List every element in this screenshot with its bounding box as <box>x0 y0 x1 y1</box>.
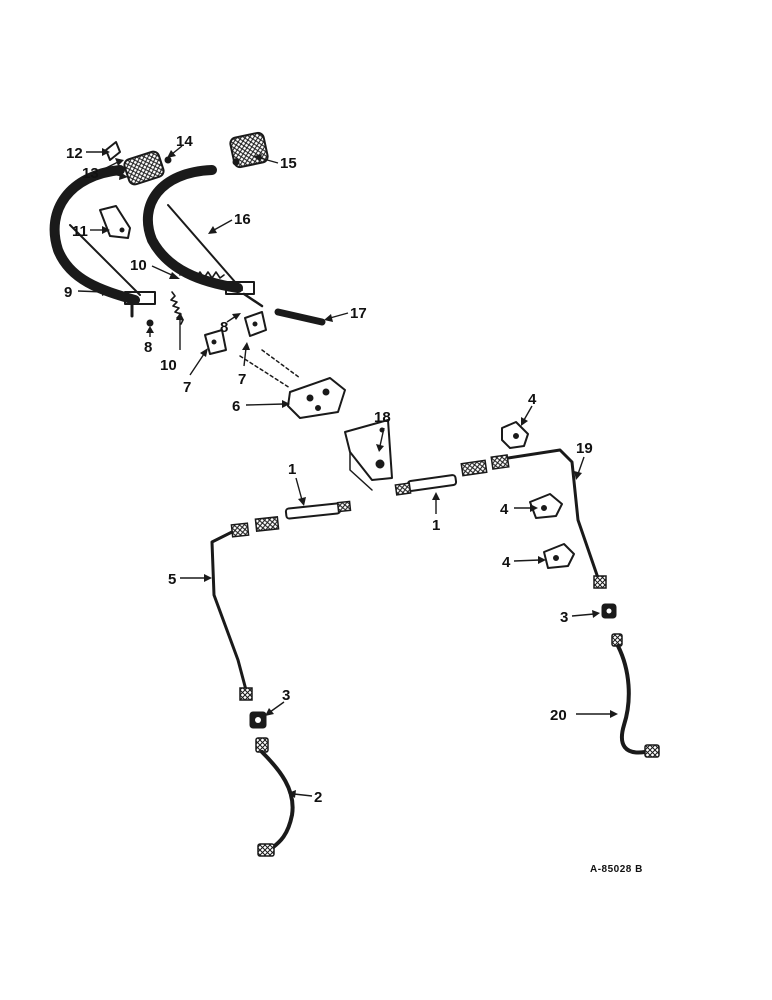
right-pedal-arm <box>142 165 264 308</box>
callout-6: 6 <box>232 398 240 415</box>
right-brake-tube-1 <box>394 454 510 496</box>
callout-7-right: 7 <box>238 371 246 388</box>
callout-8-left: 8 <box>144 339 152 356</box>
callout-18: 18 <box>374 409 391 426</box>
pin-8-left <box>146 319 154 327</box>
callout-3-left: 3 <box>282 687 290 704</box>
callout-8-right: 8 <box>220 319 228 336</box>
callout-10-lower: 10 <box>160 357 177 374</box>
bracket-11 <box>99 205 131 239</box>
callout-20: 20 <box>550 707 567 724</box>
left-pedal-pad <box>123 150 165 186</box>
callout-19: 19 <box>576 440 593 457</box>
rod-17 <box>274 308 326 326</box>
spring-10-upper <box>179 271 225 279</box>
callout-4-top: 4 <box>528 391 537 408</box>
callout-7-left: 7 <box>183 379 191 396</box>
left-brake-line-5 <box>210 530 253 701</box>
leader-lines <box>77 145 618 798</box>
callout-15: 15 <box>280 155 297 172</box>
right-brake-line-19 <box>506 448 607 589</box>
link-7-right <box>244 311 267 337</box>
callout-4-middle: 4 <box>500 501 509 518</box>
right-pedal-pad <box>229 131 269 169</box>
bracket-18 <box>344 419 393 491</box>
callout-4-lower: 4 <box>502 554 511 571</box>
master-cylinder-6 <box>239 349 346 419</box>
left-brake-tube-1 <box>230 500 352 538</box>
brake-hose-2 <box>255 737 295 857</box>
callout-11: 11 <box>72 223 88 240</box>
nut-3-right <box>601 603 617 619</box>
callout-17: 17 <box>350 305 367 322</box>
drawing-id: A-85028 B <box>590 864 643 875</box>
callout-14: 14 <box>176 133 193 150</box>
callout-1-right: 1 <box>432 517 440 534</box>
brake-hose-20 <box>611 633 660 758</box>
clip-12 <box>105 141 121 161</box>
callout-2: 2 <box>314 789 322 806</box>
callout-5: 5 <box>168 571 176 588</box>
clamp-4-top <box>501 421 529 449</box>
callout-12: 12 <box>66 145 83 162</box>
callout-9: 9 <box>64 284 72 301</box>
callout-1-left: 1 <box>288 461 296 478</box>
callout-16: 16 <box>234 211 251 228</box>
clamp-4-middle <box>529 493 563 519</box>
callout-13: 13 <box>82 165 99 182</box>
nut-3-left <box>249 711 267 729</box>
link-7-left <box>204 329 227 355</box>
callout-3-right: 3 <box>560 609 568 626</box>
screw-14 <box>164 156 172 164</box>
callout-10-upper: 10 <box>130 257 147 274</box>
clamp-4-lower <box>543 543 575 569</box>
